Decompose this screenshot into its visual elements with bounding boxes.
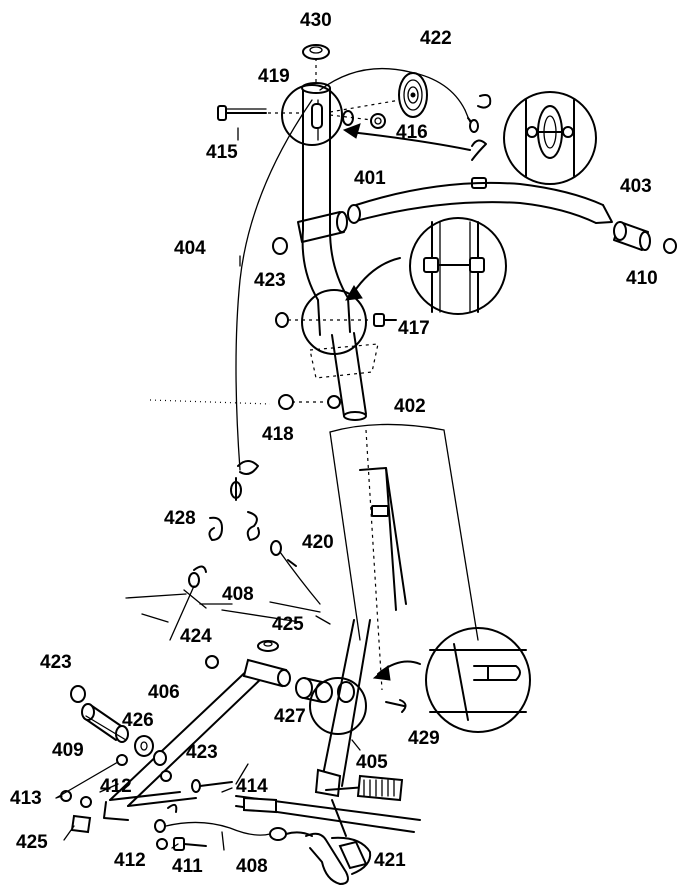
nut-425-upper [257, 640, 279, 652]
label-419: 419 [258, 66, 290, 87]
detail-circle-top [281, 84, 343, 146]
label-415: 415 [206, 142, 238, 163]
label-425-lower: 425 [16, 832, 48, 853]
label-424: 424 [180, 626, 212, 647]
frame-405 [235, 619, 421, 837]
bolt-411 [173, 837, 207, 851]
roller-409 [81, 703, 129, 743]
label-427: 427 [274, 706, 306, 727]
label-414: 414 [236, 776, 268, 797]
bolt-418 [278, 394, 341, 410]
detail-circle-low [309, 677, 367, 735]
backrest-board [329, 423, 479, 691]
label-423-lower: 423 [186, 742, 218, 763]
pin-429 [385, 699, 407, 713]
label-406: 406 [148, 682, 180, 703]
label-418: 418 [262, 424, 294, 445]
label-423-upper: 423 [254, 270, 286, 291]
label-408-lower: 408 [236, 856, 268, 877]
bushing-427 [295, 677, 355, 703]
hook-428 [208, 511, 260, 541]
sleeve-401 [297, 211, 348, 243]
label-426: 426 [122, 710, 154, 731]
label-422: 422 [420, 28, 452, 49]
label-401: 401 [354, 168, 386, 189]
handle-421 [305, 832, 372, 885]
detail-inset-pulley [503, 91, 597, 185]
label-417: 417 [398, 318, 430, 339]
label-430: 430 [300, 10, 332, 31]
label-425-upper: 425 [272, 614, 304, 635]
washer-426 [134, 735, 154, 757]
bolt-415 [217, 105, 267, 121]
label-405: 405 [356, 752, 388, 773]
bolt-414 [191, 779, 233, 793]
cable-404-lower-end [230, 460, 259, 501]
cable-hook-top [467, 94, 492, 161]
detail-inset-bracket [425, 627, 531, 733]
part-labels: 430 422 419 416 415 401 403 404 423 410 … [10, 10, 658, 877]
label-402: 402 [394, 396, 426, 417]
label-416: 416 [396, 122, 428, 143]
label-429: 429 [408, 728, 440, 749]
lower-mast-402 [309, 332, 379, 421]
square-nut-425 [70, 814, 92, 834]
label-403: 403 [620, 176, 652, 197]
nut-430 [302, 44, 330, 60]
grip-410 [613, 221, 677, 254]
label-420: 420 [302, 532, 334, 553]
cable-404 [235, 67, 466, 471]
label-410: 410 [626, 268, 658, 289]
label-412-lower: 412 [114, 850, 146, 871]
label-423-left: 423 [40, 652, 72, 673]
detail-inset-bolts [409, 217, 507, 315]
cap-423-upper [272, 237, 288, 255]
label-408-upper: 408 [222, 584, 254, 605]
label-413: 413 [10, 788, 42, 809]
label-428: 428 [164, 508, 196, 529]
label-421: 421 [374, 850, 406, 871]
pulley-422 [398, 72, 428, 118]
label-409: 409 [52, 740, 84, 761]
cable-408-lower [154, 803, 313, 841]
bolt-417 [373, 313, 397, 327]
label-412-upper: 412 [100, 776, 132, 797]
label-411: 411 [172, 856, 203, 877]
cable-end-420 [270, 540, 321, 605]
handlebar-403 [347, 181, 613, 224]
pivot-arm-406 [103, 658, 291, 821]
nut-416 [370, 113, 386, 129]
label-404: 404 [174, 238, 206, 259]
